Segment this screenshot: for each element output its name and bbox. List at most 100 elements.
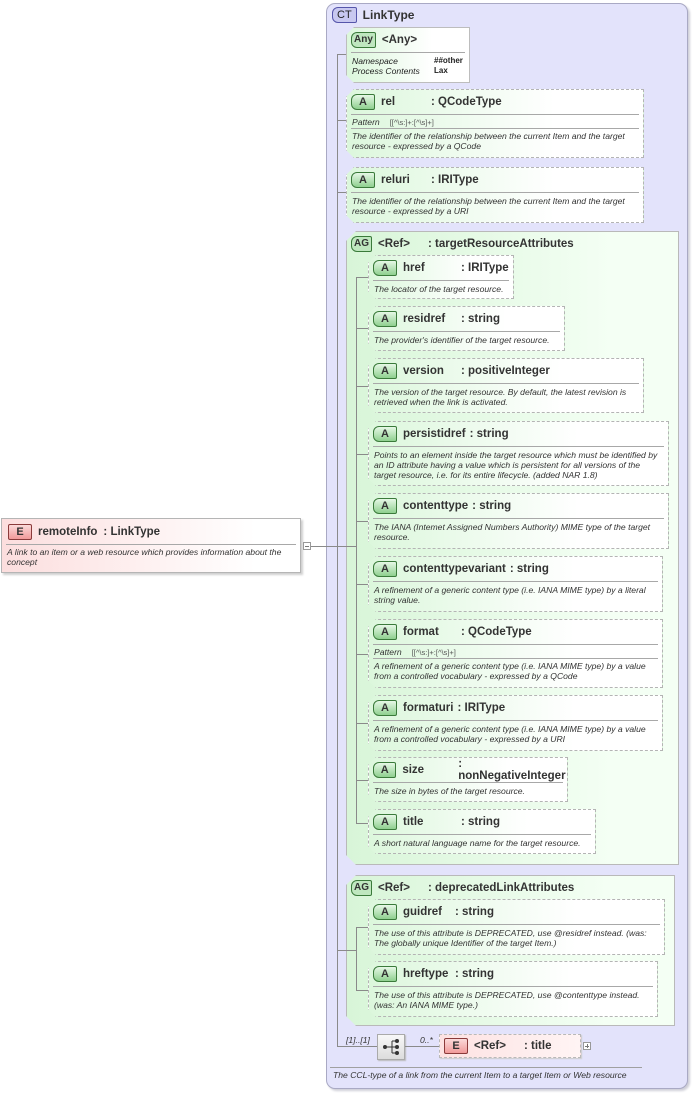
connector-line — [356, 328, 368, 329]
ct-title: LinkType — [362, 8, 415, 22]
attribute-name: persistidref — [403, 428, 466, 440]
attribute-badge: A — [373, 260, 397, 276]
collapse-toggle[interactable] — [303, 542, 311, 550]
attribute-badge: A — [373, 762, 396, 778]
attribute-badge: A — [373, 624, 397, 640]
ag-type: : targetResourceAttributes — [428, 238, 574, 250]
attribute-type: : positiveInteger — [461, 365, 550, 377]
any-wildcard[interactable]: Any <Any> Namespace ##other Process Cont… — [346, 27, 470, 83]
attribute-description: The use of this attribute is DEPRECATED,… — [374, 990, 640, 1010]
prop-key: Process Contents — [352, 66, 420, 76]
connector-line — [311, 546, 326, 547]
attribute-badge: A — [351, 172, 375, 188]
attribute-description: A refinement of a generic content type (… — [374, 585, 646, 605]
attribute-type: : string — [455, 968, 494, 980]
element-ref-title[interactable]: E <Ref> : title — [439, 1034, 581, 1058]
attribute-name: rel — [381, 96, 396, 108]
connector-line — [346, 950, 356, 951]
attribute-rel[interactable]: A rel : QCodeType Pattern[[^\s:]+:[^\s]+… — [346, 89, 644, 158]
attribute-name: reluri — [381, 174, 410, 186]
sequence-compositor[interactable] — [377, 1034, 405, 1060]
attribute-type: : nonNegativeInteger — [458, 758, 566, 782]
pattern: Pattern[[^\s:]+:[^\s]+] — [352, 117, 434, 127]
ag-badge: AG — [351, 236, 372, 252]
complex-type-header: CT LinkType — [332, 7, 414, 23]
attribute-name: residref — [403, 313, 446, 325]
attribute-reluri[interactable]: A reluri : IRIType The identifier of the… — [346, 167, 644, 223]
connector-line — [337, 120, 347, 121]
attribute-description: Points to an element inside the target r… — [374, 450, 658, 480]
connector-line — [337, 950, 347, 951]
connector-line — [337, 54, 347, 55]
element-badge: E — [8, 524, 32, 540]
element-name: remoteInfo — [38, 526, 98, 538]
connector-line — [356, 780, 368, 781]
connector-line — [337, 1046, 377, 1047]
attribute-badge: A — [373, 814, 397, 830]
prop-value: ##other — [434, 56, 463, 65]
attribute-type: : IRIType — [461, 262, 509, 274]
pattern-label: Pattern — [352, 117, 380, 127]
sequence-cardinality: [1]..[1] — [346, 1035, 370, 1045]
expand-toggle[interactable] — [583, 1042, 591, 1050]
connector-line — [337, 546, 347, 547]
attribute-badge: A — [373, 700, 397, 716]
element-remoteinfo[interactable]: E remoteInfo : LinkType A link to an ite… — [1, 518, 301, 573]
connector-line — [356, 277, 368, 278]
attribute-description: A refinement of a generic content type (… — [374, 661, 646, 681]
attribute-badge: A — [373, 311, 397, 327]
ct-description: The CCL-type of a link from the current … — [333, 1070, 627, 1080]
attribute-badge: A — [373, 426, 397, 442]
group-spine — [356, 277, 357, 823]
attribute-badge: A — [373, 561, 397, 577]
attribute-type: : string — [472, 500, 512, 512]
attribute-description: A short natural language name for the ta… — [374, 838, 581, 848]
element-badge: E — [444, 1038, 468, 1054]
connector-line — [356, 584, 368, 585]
footer-separator — [330, 1067, 642, 1068]
group-spine — [356, 927, 357, 990]
any-title: <Any> — [381, 34, 418, 46]
element-description: A link to an item or a web resource whic… — [7, 547, 282, 567]
attribute-name: contenttypevariant — [403, 563, 506, 575]
pattern: Pattern[[^\s:]+:[^\s]+] — [374, 647, 456, 657]
connector-line — [356, 723, 368, 724]
attribute-name: title — [403, 816, 424, 828]
attribute-description: The use of this attribute is DEPRECATED,… — [374, 928, 647, 948]
any-badge: Any — [351, 32, 376, 48]
attribute-type: : string — [461, 816, 500, 828]
attribute-type: : string — [461, 313, 500, 325]
connector-line — [356, 521, 368, 522]
attribute-type: : string — [455, 906, 494, 918]
connector-line — [356, 823, 368, 824]
ag-badge: AG — [351, 880, 372, 896]
attribute-name: size — [402, 764, 425, 776]
any-namespace: Namespace ##other — [352, 56, 398, 66]
pattern-value: [[^\s:]+:[^\s]+] — [411, 648, 456, 657]
attribute-type: : IRIType — [457, 702, 506, 714]
attribute-badge: A — [373, 498, 397, 514]
attribute-name: guidref — [403, 906, 442, 918]
attribute-description: The identifier of the relationship betwe… — [352, 196, 625, 216]
attribute-description: The IANA (Intemet Assigned Numbers Autho… — [374, 522, 651, 542]
attribute-type: : QCodeType — [461, 626, 532, 638]
attribute-badge: A — [373, 904, 397, 920]
attribute-name: version — [403, 365, 444, 377]
attribute-description: The provider's identifier of the target … — [374, 335, 550, 345]
attribute-badge: A — [351, 94, 375, 110]
ag-ref: <Ref> — [378, 882, 410, 894]
attribute-name: hreftype — [403, 968, 449, 980]
connector-line — [326, 546, 337, 547]
